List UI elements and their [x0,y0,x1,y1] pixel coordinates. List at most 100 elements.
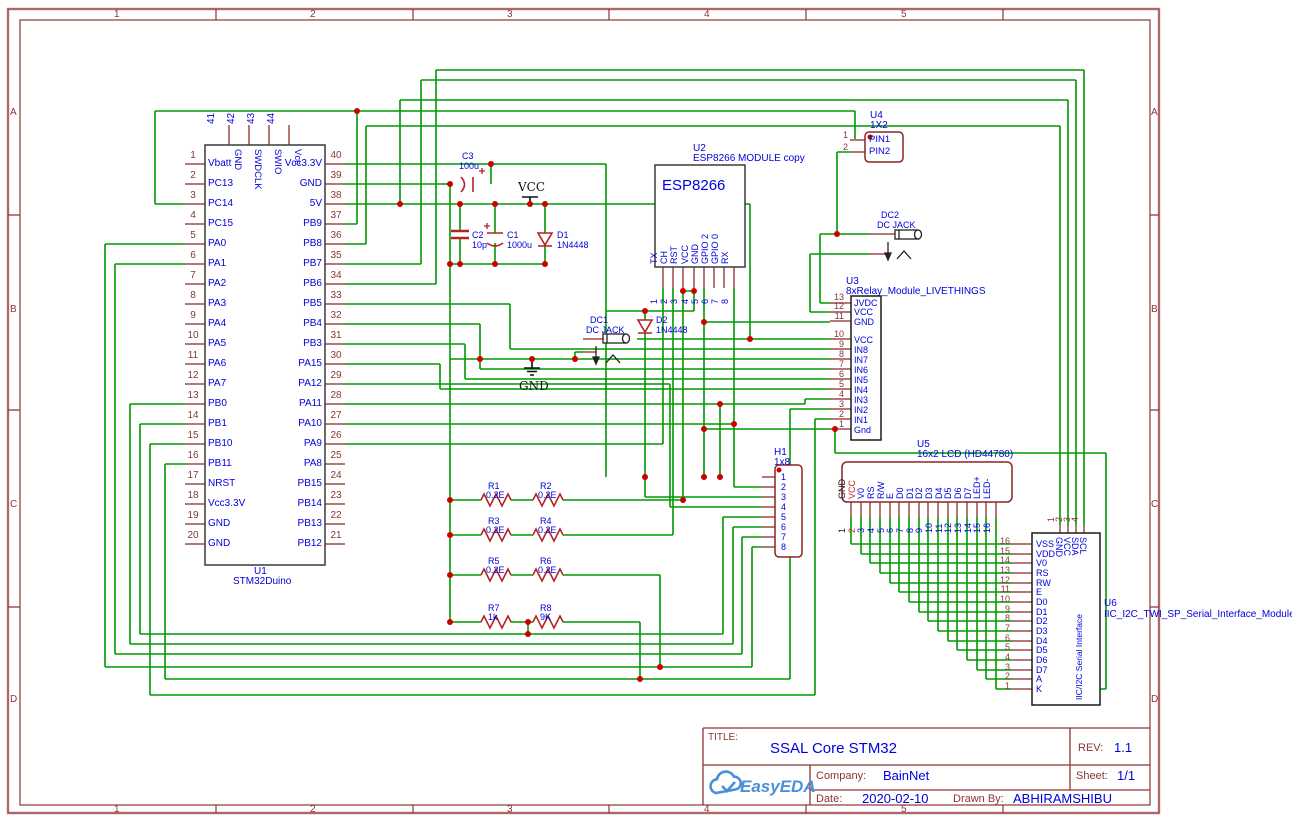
u1-value[interactable]: STM32Duino [233,576,292,587]
h1-value[interactable]: 1x8 [774,457,791,468]
company-label: Company: [816,770,867,782]
component-u2-body[interactable] [654,164,746,268]
col-label: 4 [704,9,710,20]
c3-ref: C3 [462,151,474,161]
u2-value[interactable]: ESP8266 MODULE copy [693,153,805,164]
r7-val: 1k [488,612,498,622]
pin-stubs [185,125,1085,690]
u4-ref[interactable]: U4 [870,110,883,121]
rev-label: REV: [1078,742,1104,754]
r1-ref: R1 [488,481,500,491]
component-u3-body[interactable] [850,295,882,441]
u4-value[interactable]: 1X2 [870,120,888,131]
c1-ref: C1 [507,230,519,240]
d1-val: 1N4448 [557,240,589,250]
junction-dots [354,108,840,682]
r6-val: 0.2E [538,565,557,575]
col-label: 5 [901,9,907,20]
date-label: Date: [816,793,843,805]
title-label: TITLE: [708,732,739,743]
component-u4-body[interactable] [864,131,904,163]
d1-ref: D1 [557,230,569,240]
r5-ref: R5 [488,556,500,566]
gnd-symbol[interactable] [524,359,540,376]
u6-inner-label: IIC/I2C Serial Interface [1074,614,1084,700]
r4-val: 0.2E [538,525,557,535]
u5-value[interactable]: 16x2 LCD (HD44780) [917,449,1014,460]
sheet-value[interactable]: 1/1 [1117,768,1136,783]
dc-jack-symbols[interactable] [592,229,923,366]
r7-ref: R7 [488,603,500,613]
component-u5-body[interactable] [841,461,1013,503]
r8-ref: R8 [540,603,552,613]
easyeda-logo-text: EasyEDA [740,777,816,796]
drawn-by-value[interactable]: ABHIRAMSHIBU [1013,791,1112,806]
rev-value[interactable]: 1.1 [1114,740,1133,755]
r3-val: 0.2E [486,525,505,535]
sheet-label: Sheet: [1076,770,1108,782]
r2-val: 0.2E [538,490,557,500]
component-h1-body[interactable] [774,464,803,558]
u3-ref[interactable]: U3 [846,276,859,287]
date-value[interactable]: 2020-02-10 [862,791,929,806]
r2-ref: R2 [540,481,552,491]
wires[interactable] [104,69,1107,696]
u1-ref[interactable]: U1 [254,566,267,577]
title-block-frame [702,727,1150,805]
r3-ref: R3 [488,516,500,526]
u6-ref[interactable]: U6 [1104,598,1117,609]
col-label: 3 [507,9,513,20]
r5-val: 0.2E [486,565,505,575]
u3-value[interactable]: 8xRelay_Module_LIVETHINGS [846,286,986,297]
company-value[interactable]: BainNet [883,768,930,783]
u6-value[interactable]: IIC_I2C_TWI_SP_Serial_Interface_Module [1104,609,1292,620]
component-u1-body[interactable] [204,144,326,566]
u5-ref[interactable]: U5 [917,439,930,450]
u2-ref[interactable]: U2 [693,143,706,154]
passive-symbols[interactable] [451,176,654,630]
dc1-val: DC JACK [586,325,625,335]
drawn-by-label: Drawn By: [953,793,1004,805]
component-u6-body[interactable] [1031,532,1101,706]
c3-val: 100u [459,161,480,171]
gnd-net-label[interactable]: GND [519,379,549,393]
dc2-ref: DC2 [881,210,900,220]
dc1-ref: DC1 [590,315,609,325]
u2-big-label: ESP8266 [662,177,726,194]
c2-val: 10p [472,240,488,250]
polarity-marks [479,168,490,229]
c2-ref: C2 [472,230,484,240]
easyeda-logo-icon [709,770,743,795]
vcc-net-label[interactable]: VCC [518,180,546,194]
dc2-val: DC JACK [877,220,916,230]
col-label: 2 [310,9,316,20]
title-value[interactable]: SSAL Core STM32 [770,740,897,757]
r6-ref: R6 [540,556,552,566]
col-label: 1 [114,9,120,20]
sheet-frame [6,7,1161,815]
c1-val: 1000u [507,240,533,250]
h1-ref[interactable]: H1 [774,447,787,458]
r4-ref: R4 [540,516,552,526]
d2-val: 1N4448 [656,325,688,335]
